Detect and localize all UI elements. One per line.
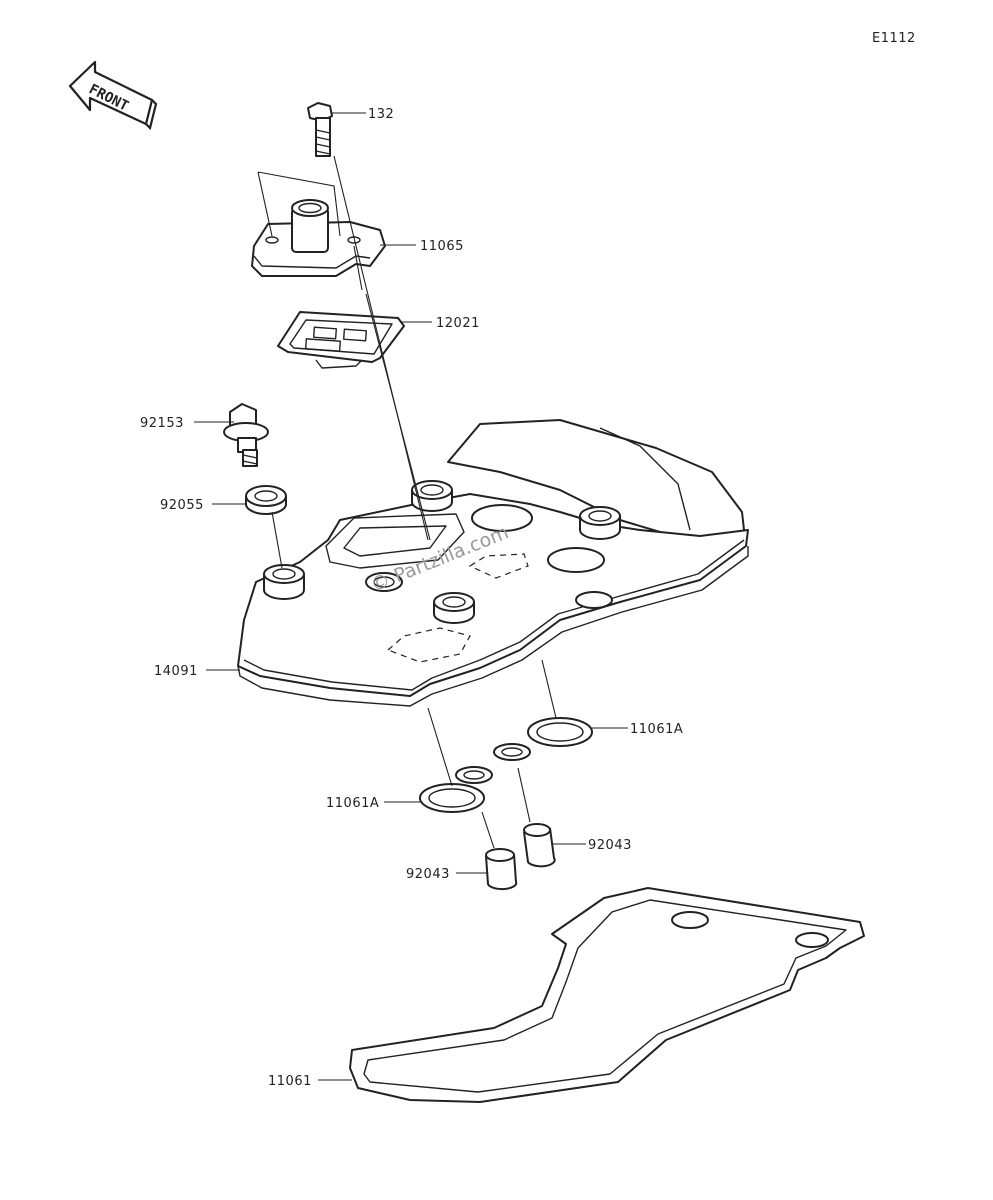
callout-11065[interactable]: 11065	[420, 239, 464, 254]
callout-92153[interactable]: 92153	[140, 416, 184, 431]
dowel-pin-92043-right[interactable]	[523, 823, 556, 868]
callout-12021[interactable]: 12021	[436, 316, 480, 331]
assembly-guide-lines	[257, 155, 557, 849]
breather-cover-11065[interactable]	[251, 199, 386, 277]
ring-11061a-left[interactable]	[419, 766, 493, 813]
dowel-pin-92043-left[interactable]	[485, 848, 518, 891]
callout-132[interactable]: 132	[368, 107, 394, 122]
grommet-92055[interactable]	[245, 485, 287, 515]
bolt-132[interactable]	[307, 102, 333, 157]
bolt-92153[interactable]	[223, 403, 269, 467]
gasket-12021[interactable]	[277, 311, 405, 369]
callout-11061[interactable]: 11061	[268, 1074, 312, 1089]
ring-11061a-right[interactable]	[493, 717, 593, 761]
callout-14091[interactable]: 14091	[154, 664, 198, 679]
cylinder-head-cover-14091[interactable]	[237, 419, 749, 707]
diagram-code: E1112	[872, 31, 916, 46]
callout-92043-left[interactable]: 92043	[406, 867, 450, 882]
gasket-11061[interactable]	[349, 887, 865, 1103]
leader-lines	[194, 112, 628, 1081]
front-arrow-icon: FRONT	[68, 60, 158, 131]
callout-11061a-right[interactable]: 11061A	[630, 722, 683, 737]
callout-92043-right[interactable]: 92043	[588, 838, 632, 853]
callout-92055[interactable]: 92055	[160, 498, 204, 513]
callout-11061a-left[interactable]: 11061A	[326, 796, 379, 811]
